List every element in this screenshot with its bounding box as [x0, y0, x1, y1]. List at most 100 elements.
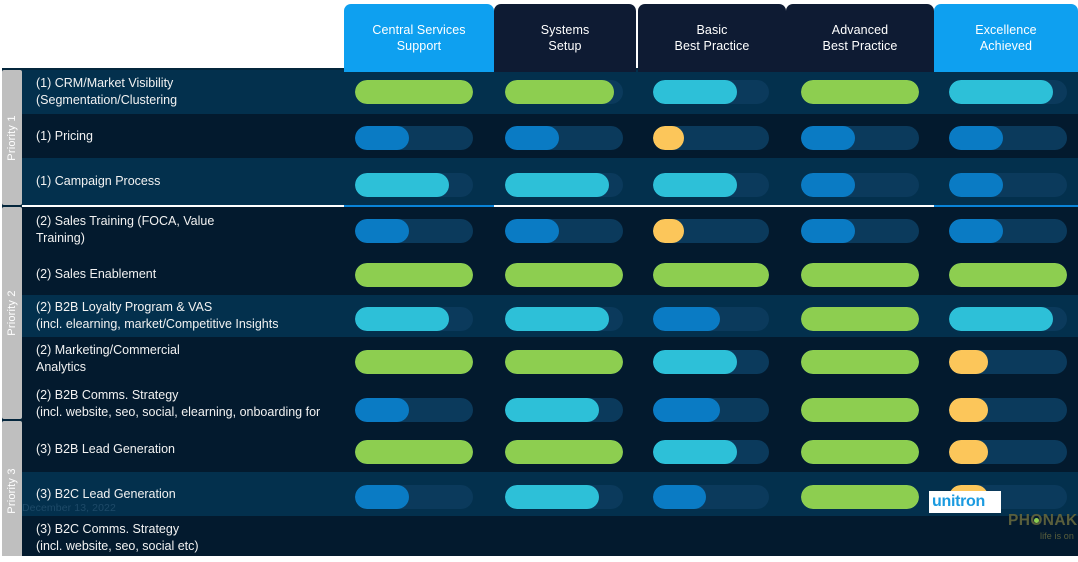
pill-sales-enablement-systems-setup[interactable]: [505, 263, 623, 287]
pill-fill: [355, 350, 473, 374]
pill-b2b-loyalty-program-vas-systems-setup[interactable]: [505, 307, 623, 331]
pill-pricing-central-services-support[interactable]: [355, 126, 473, 150]
pill-pricing-excellence-achieved[interactable]: [949, 126, 1067, 150]
pill-b2b-loyalty-program-vas-basic-best-practice[interactable]: [653, 307, 769, 331]
pill-fill: [355, 307, 450, 331]
pill-pricing-systems-setup[interactable]: [505, 126, 623, 150]
phonak-logo-tagline: life is on: [1039, 531, 1074, 541]
pill-sales-training-excellence-achieved[interactable]: [949, 219, 1067, 243]
row-label-campaign-process: (1) Campaign Process: [36, 174, 161, 188]
pill-fill: [949, 173, 1004, 197]
pill-fill: [505, 350, 623, 374]
pill-marketing-commercial-analytics-basic-best-practice[interactable]: [653, 350, 769, 374]
column-header-line2: Best Practice: [822, 39, 898, 53]
pill-b2b-comms-strategy-advanced-best-practice[interactable]: [801, 398, 919, 422]
pill-crm-market-visibility-basic-best-practice[interactable]: [653, 80, 769, 104]
pill-pricing-advanced-best-practice[interactable]: [801, 126, 919, 150]
priority-rail-label: Priority 2: [6, 290, 18, 336]
pill-fill: [653, 398, 721, 422]
pill-fill: [949, 126, 1004, 150]
pill-fill: [505, 263, 623, 287]
priority-rail-label: Priority 3: [6, 467, 18, 514]
pill-fill: [949, 398, 988, 422]
pill-fill: [801, 263, 919, 287]
pill-marketing-commercial-analytics-advanced-best-practice[interactable]: [801, 350, 919, 374]
pill-crm-market-visibility-central-services-support[interactable]: [355, 80, 473, 104]
pill-pricing-basic-best-practice[interactable]: [653, 126, 769, 150]
pill-fill: [801, 307, 919, 331]
slide-date: December 13, 2022: [22, 502, 116, 514]
column-header-line2: Best Practice: [674, 39, 750, 53]
pill-marketing-commercial-analytics-excellence-achieved[interactable]: [949, 350, 1067, 374]
pill-b2b-comms-strategy-systems-setup[interactable]: [505, 398, 623, 422]
pill-b2b-lead-generation-basic-best-practice[interactable]: [653, 440, 769, 464]
row-label-b2b-comms-strategy: (2) B2B Comms. Strategy (incl. website, …: [36, 388, 321, 419]
pill-fill: [653, 440, 737, 464]
pill-fill: [505, 485, 600, 509]
phonak-logo-word-text: PHONAK: [1008, 512, 1078, 529]
pill-b2b-lead-generation-systems-setup[interactable]: [505, 440, 623, 464]
pill-sales-training-central-services-support[interactable]: [355, 219, 473, 243]
pill-b2b-comms-strategy-central-services-support[interactable]: [355, 398, 473, 422]
column-header-line2: Achieved: [979, 39, 1033, 53]
pill-crm-market-visibility-systems-setup[interactable]: [505, 80, 623, 104]
pill-fill: [801, 350, 919, 374]
pill-campaign-process-advanced-best-practice[interactable]: [801, 173, 919, 197]
priority1-divider-blue: [344, 205, 494, 207]
pill-campaign-process-basic-best-practice[interactable]: [653, 173, 769, 197]
pill-b2b-comms-strategy-excellence-achieved[interactable]: [949, 398, 1067, 422]
column-header-line1: Excellence: [975, 23, 1037, 37]
pill-fill: [355, 173, 450, 197]
pill-campaign-process-central-services-support[interactable]: [355, 173, 473, 197]
bottom-edge: [0, 556, 1078, 562]
pill-fill: [355, 219, 410, 243]
pill-sales-enablement-excellence-achieved[interactable]: [949, 263, 1067, 287]
unitron-logo-text: unitron: [932, 493, 985, 510]
phonak-logo: PHONAK life is on: [1008, 512, 1077, 546]
pill-b2b-loyalty-program-vas-excellence-achieved[interactable]: [949, 307, 1067, 331]
pill-marketing-commercial-analytics-central-services-support[interactable]: [355, 350, 473, 374]
pill-b2b-lead-generation-advanced-best-practice[interactable]: [801, 440, 919, 464]
pill-crm-market-visibility-excellence-achieved[interactable]: [949, 80, 1067, 104]
pill-b2b-lead-generation-excellence-achieved[interactable]: [949, 440, 1067, 464]
pill-b2c-lead-generation-basic-best-practice[interactable]: [653, 485, 769, 509]
column-header-line1: Central Services: [372, 23, 466, 37]
priority1-divider-3: [636, 205, 934, 207]
pill-sales-enablement-advanced-best-practice[interactable]: [801, 263, 919, 287]
pill-sales-training-systems-setup[interactable]: [505, 219, 623, 243]
row-band-b2c-comms-strategy: (3) B2C Comms. Strategy (incl. website, …: [22, 516, 1078, 560]
pill-b2b-comms-strategy-basic-best-practice[interactable]: [653, 398, 769, 422]
priority-rail-priority-3: Priority 3: [2, 421, 22, 560]
pill-b2b-loyalty-program-vas-central-services-support[interactable]: [355, 307, 473, 331]
pill-marketing-commercial-analytics-systems-setup[interactable]: [505, 350, 623, 374]
priority1-divider: [22, 205, 344, 207]
pill-sales-enablement-basic-best-practice[interactable]: [653, 263, 769, 287]
pill-sales-training-advanced-best-practice[interactable]: [801, 219, 919, 243]
pill-fill: [949, 440, 988, 464]
pill-fill: [801, 398, 919, 422]
phonak-logo-wordmark: PHONAK: [1008, 512, 1078, 529]
pill-fill: [653, 350, 737, 374]
pill-campaign-process-systems-setup[interactable]: [505, 173, 623, 197]
phonak-logo-dot: [1034, 518, 1039, 523]
pill-b2c-lead-generation-central-services-support[interactable]: [355, 485, 473, 509]
pill-b2c-lead-generation-systems-setup[interactable]: [505, 485, 623, 509]
pill-fill: [801, 440, 919, 464]
pill-fill: [505, 80, 614, 104]
column-header-line2: Support: [396, 39, 442, 53]
pill-fill: [949, 80, 1053, 104]
pill-crm-market-visibility-advanced-best-practice[interactable]: [801, 80, 919, 104]
pill-sales-enablement-central-services-support[interactable]: [355, 263, 473, 287]
pill-b2c-lead-generation-advanced-best-practice[interactable]: [801, 485, 919, 509]
pill-sales-training-basic-best-practice[interactable]: [653, 219, 769, 243]
pill-b2b-lead-generation-central-services-support[interactable]: [355, 440, 473, 464]
pill-fill: [355, 440, 473, 464]
pill-campaign-process-excellence-achieved[interactable]: [949, 173, 1067, 197]
row-label-b2b-lead-generation: (3) B2B Lead Generation: [36, 442, 175, 456]
pill-b2b-loyalty-program-vas-advanced-best-practice[interactable]: [801, 307, 919, 331]
